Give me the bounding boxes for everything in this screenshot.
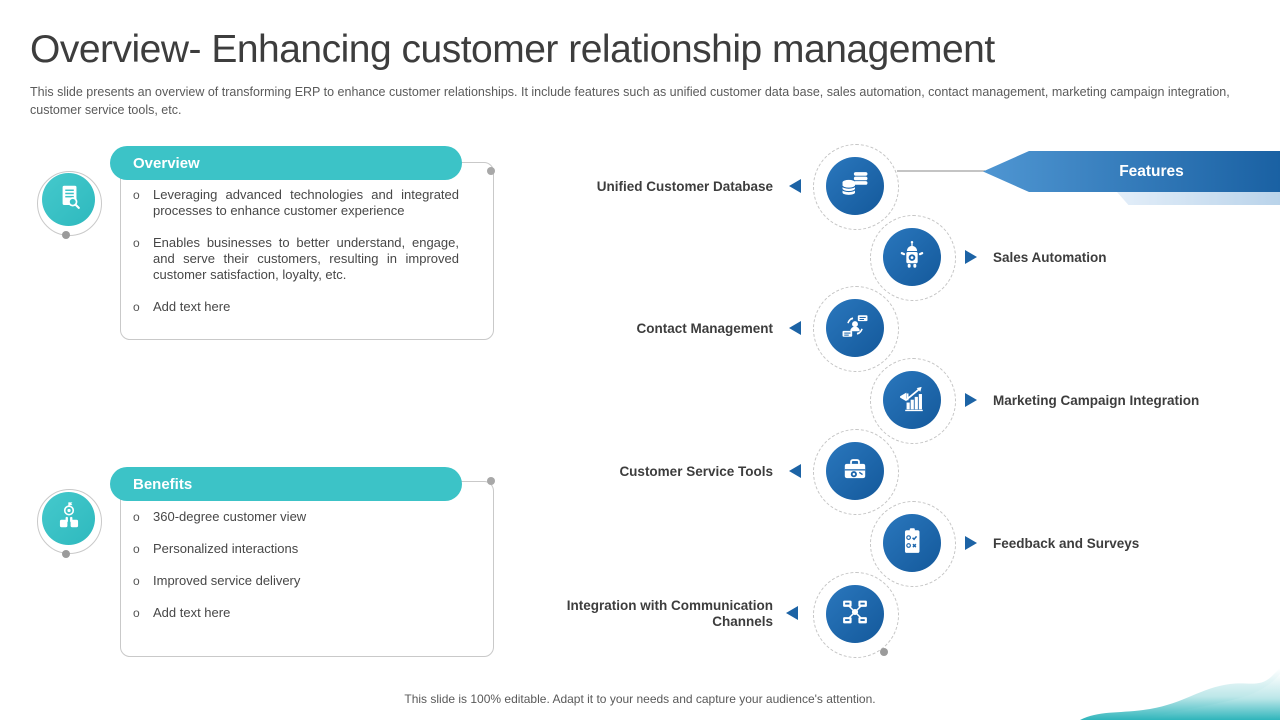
feature-label-sales-automation: Sales Automation xyxy=(993,250,1107,265)
benefits-ring-dot xyxy=(62,550,70,558)
bullet-text: Leveraging advanced technologies and int… xyxy=(153,187,459,218)
overview-badge xyxy=(42,173,95,226)
bullet-text-placeholder: Add text here xyxy=(153,605,231,620)
feature-node-unified-customer-database xyxy=(826,157,884,215)
bullet-marker: o xyxy=(133,542,140,556)
feature-node-sales-automation xyxy=(883,228,941,286)
megaphone-chart-icon xyxy=(895,381,929,420)
benefits-card-dot xyxy=(487,477,495,485)
bullet-text: Enables businesses to better understand,… xyxy=(153,235,459,282)
list-item: o Improved service delivery xyxy=(133,573,459,589)
pointer-left-icon xyxy=(789,321,801,335)
overview-bullet-list: o Leveraging advanced technologies and i… xyxy=(133,187,459,331)
pointer-right-icon xyxy=(965,536,977,550)
overview-ring-dot xyxy=(62,231,70,239)
document-search-icon xyxy=(53,181,85,218)
overview-card xyxy=(120,162,494,340)
pointer-right-icon xyxy=(965,393,977,407)
feature-node-integration-communication-channels xyxy=(826,585,884,643)
feature-node-feedback-and-surveys xyxy=(883,514,941,572)
bullet-marker: o xyxy=(133,574,140,588)
bullet-marker: o xyxy=(133,188,140,202)
feature-label-unified-customer-database: Unified Customer Database xyxy=(596,179,773,194)
feature-node-marketing-campaign-integration xyxy=(883,371,941,429)
benefits-bullet-list: o 360-degree customer view o Personalize… xyxy=(133,509,459,637)
page-title: Overview- Enhancing customer relationshi… xyxy=(30,28,995,71)
list-item: o Leveraging advanced technologies and i… xyxy=(133,187,459,219)
feature-label-contact-management: Contact Management xyxy=(636,321,773,336)
wave-decoration xyxy=(1080,662,1280,720)
list-item: o Enables businesses to better understan… xyxy=(133,235,459,283)
banner-connector-line xyxy=(897,170,985,172)
bullet-marker: o xyxy=(133,606,140,620)
survey-clipboard-icon xyxy=(895,524,929,563)
overview-header-label: Overview xyxy=(133,154,200,172)
feature-label-customer-service-tools: Customer Service Tools xyxy=(619,464,773,479)
bullet-text: Improved service delivery xyxy=(153,573,301,588)
footer-note: This slide is 100% editable. Adapt it to… xyxy=(404,692,876,706)
feature-label-integration-communication-channels: Integration with Communication Channels xyxy=(566,598,773,629)
bullet-text: 360-degree customer view xyxy=(153,509,307,524)
feature-label-marketing-campaign-integration: Marketing Campaign Integration xyxy=(993,393,1200,408)
robot-icon xyxy=(895,238,929,277)
list-item: o Add text here xyxy=(133,605,459,621)
feature-node-contact-management xyxy=(826,299,884,357)
features-banner-label: Features xyxy=(1119,162,1184,180)
feature-node-customer-service-tools xyxy=(826,442,884,500)
overview-card-dot xyxy=(487,167,495,175)
features-banner: Features xyxy=(983,151,1280,192)
benefits-header: Benefits xyxy=(110,467,462,501)
list-item: o Personalized interactions xyxy=(133,541,459,557)
bullet-marker: o xyxy=(133,300,140,314)
bullet-text-placeholder: Add text here xyxy=(153,299,231,314)
features-banner-shadow xyxy=(1117,192,1280,205)
network-hub-icon xyxy=(838,595,872,634)
feature-label-feedback-and-surveys: Feedback and Surveys xyxy=(993,536,1140,551)
benefits-header-label: Benefits xyxy=(133,475,193,493)
toolbox-icon xyxy=(838,452,872,491)
contact-sync-icon xyxy=(838,309,872,348)
pointer-right-icon xyxy=(965,250,977,264)
bullet-text: Personalized interactions xyxy=(153,541,299,556)
database-icon xyxy=(838,167,872,206)
slide-description: This slide presents an overview of trans… xyxy=(30,85,1230,117)
bullet-marker: o xyxy=(133,510,140,524)
benefits-card xyxy=(120,481,494,657)
list-item: o Add text here xyxy=(133,299,459,315)
benefits-badge xyxy=(42,492,95,545)
chain-end-dot xyxy=(880,648,888,656)
pointer-left-icon xyxy=(786,606,798,620)
pointer-left-icon xyxy=(789,464,801,478)
list-item: o 360-degree customer view xyxy=(133,509,459,525)
bullet-marker: o xyxy=(133,236,140,250)
overview-header: Overview xyxy=(110,146,462,180)
award-thumbs-icon xyxy=(53,500,85,537)
pointer-left-icon xyxy=(789,179,801,193)
